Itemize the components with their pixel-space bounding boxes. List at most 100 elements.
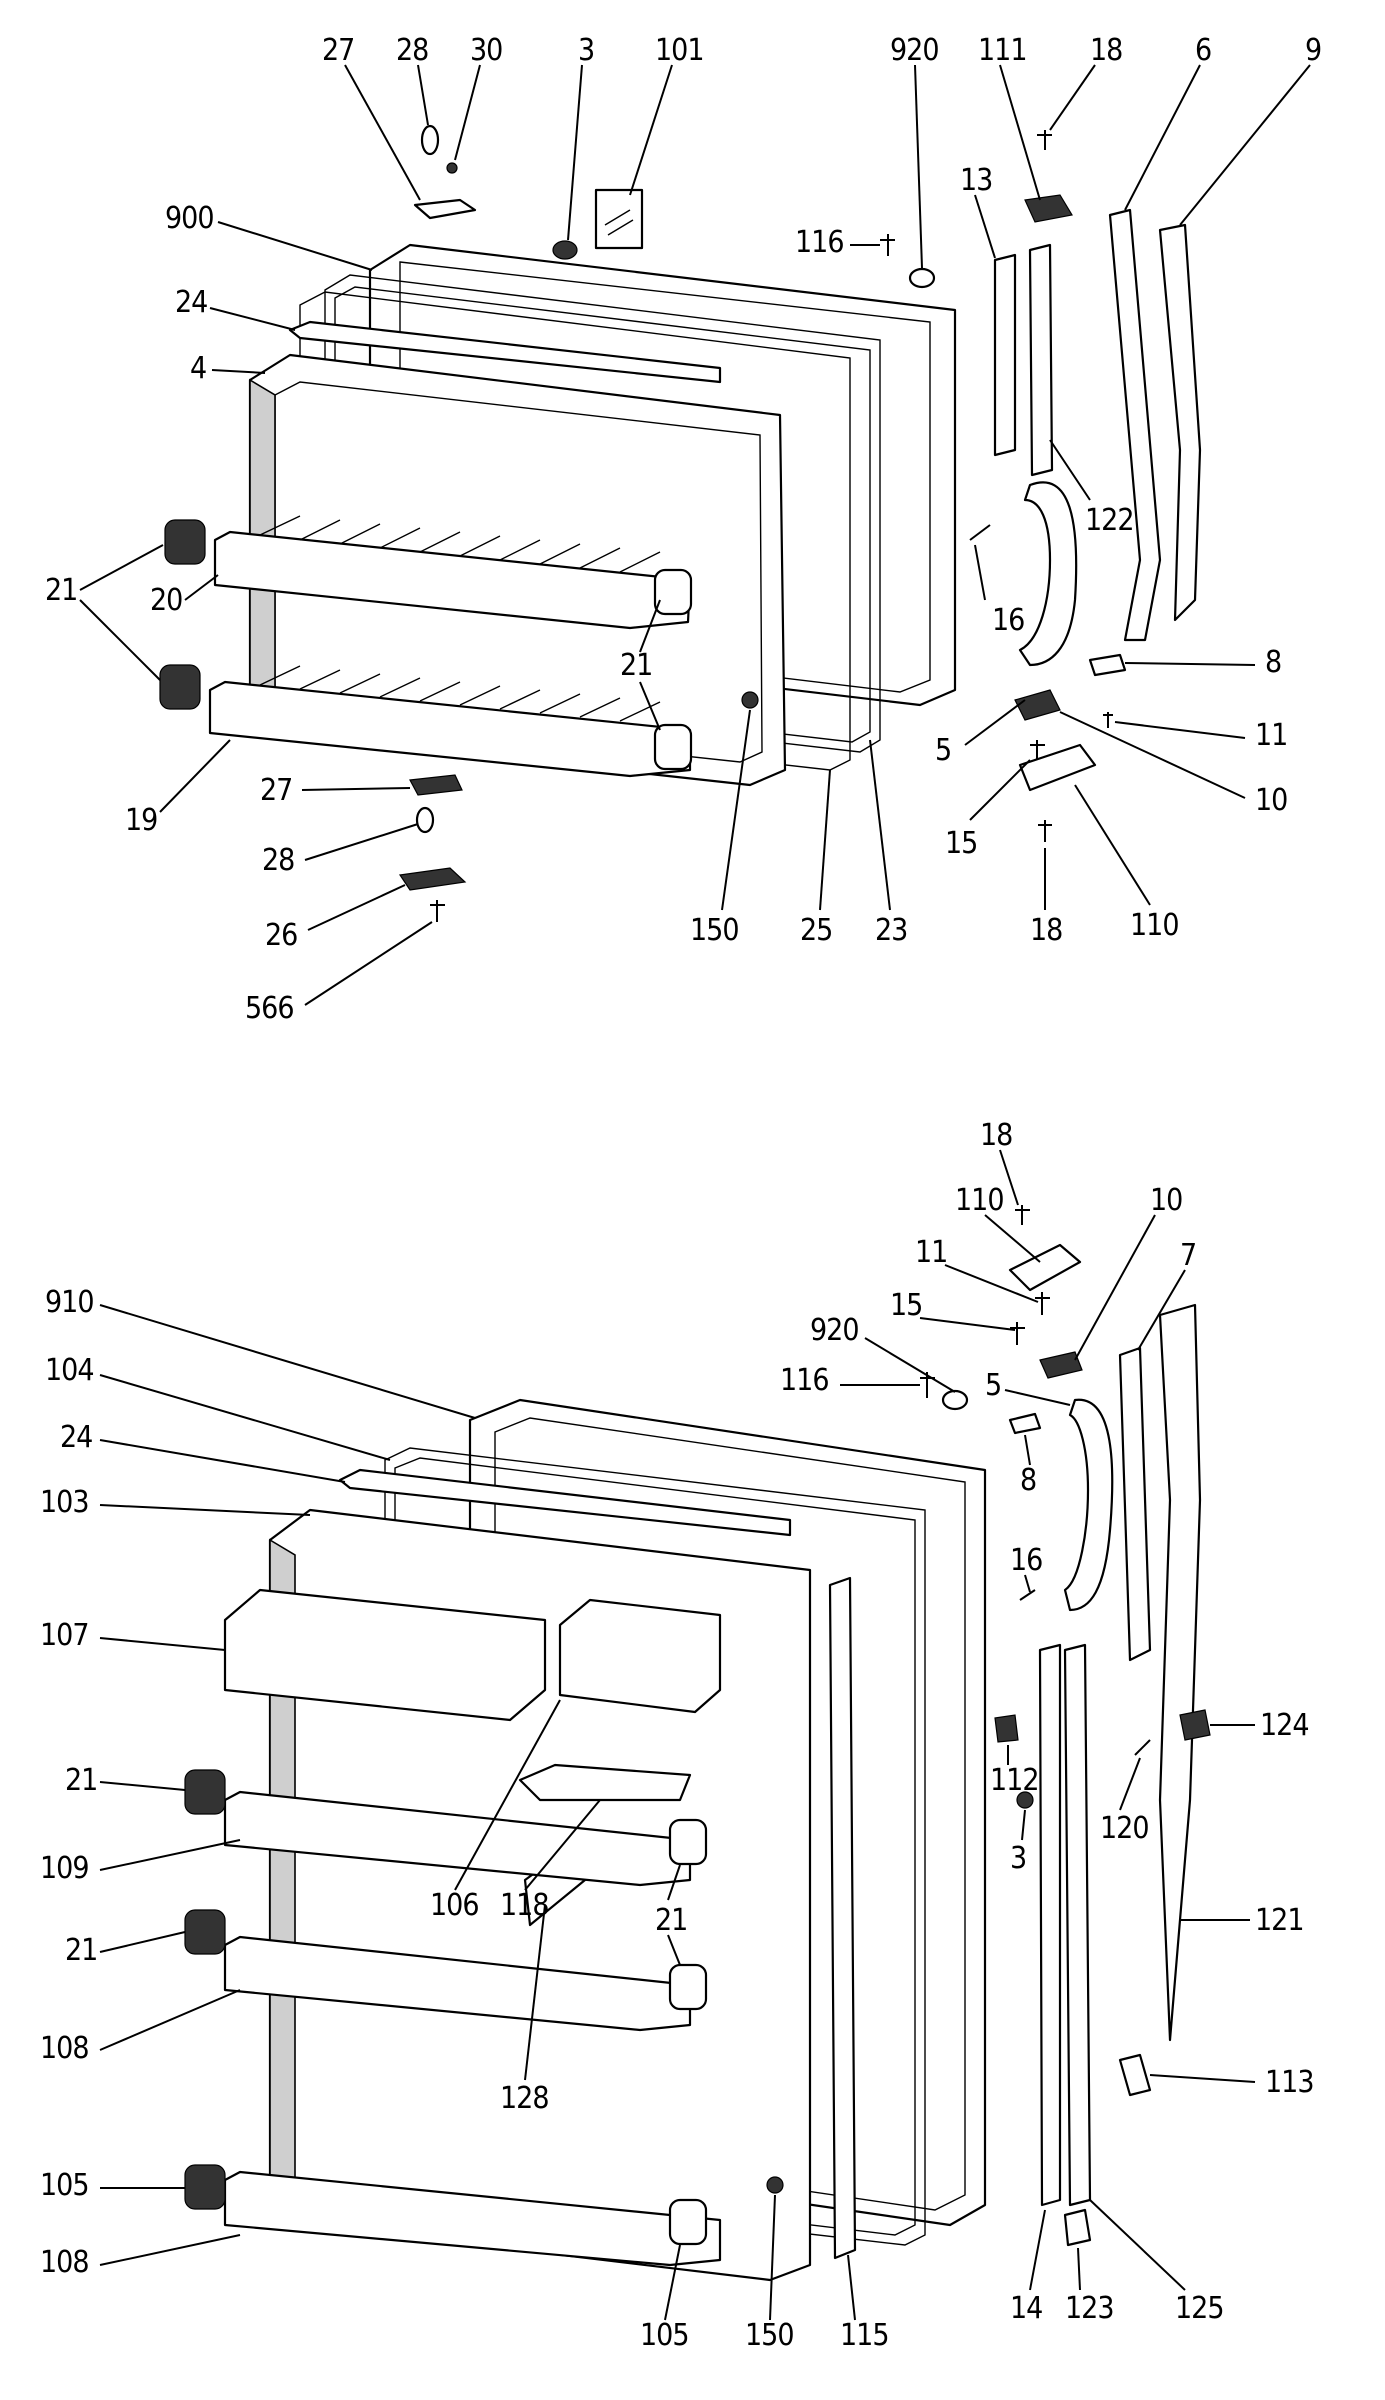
- callout-566: 566: [245, 991, 294, 1026]
- callout-14: 14: [1010, 2291, 1042, 2326]
- callout-21-right: 21: [620, 648, 652, 683]
- callout-113: 113: [1265, 2065, 1314, 2100]
- callout-115: 115: [840, 2318, 889, 2353]
- handle-bracket-112: [994, 1714, 1019, 1743]
- fresh-end-cap-right-2: [668, 1963, 708, 2011]
- callout-920: 920: [890, 33, 939, 68]
- callout-25: 25: [800, 913, 832, 948]
- fresh-door-handle: [1063, 1398, 1114, 1612]
- callout-107: 107: [40, 1618, 89, 1653]
- callout-28-bottom: 28: [262, 843, 294, 878]
- fresh-end-cap-left-2: [184, 1909, 226, 1955]
- callout-8-b: 8: [1020, 1463, 1036, 1498]
- callout-21-left: 21: [45, 573, 77, 608]
- callout-21-b1: 21: [65, 1763, 97, 1798]
- door-handle: [1018, 481, 1078, 667]
- egg-tray: [518, 1763, 692, 1802]
- upper-shelf-bar: [213, 530, 692, 630]
- hinge-arm-7: [1118, 1346, 1152, 1662]
- callout-27-bottom: 27: [260, 773, 292, 808]
- screw-15-fresh: [1010, 1322, 1025, 1345]
- fresh-shelf-bar-3: [223, 2170, 722, 2267]
- callout-110: 110: [1130, 908, 1179, 943]
- callout-108-1: 108: [40, 2031, 89, 2066]
- callout-18: 18: [1090, 33, 1122, 68]
- fresh-breaker-strip: [338, 1468, 792, 1537]
- callout-27: 27: [322, 33, 354, 68]
- callout-104: 104: [45, 1353, 94, 1388]
- shelf-end-cap-left-upper: [164, 519, 206, 565]
- shelf-end-cap-right-upper: [653, 568, 693, 616]
- bottom-bracket-123: [1063, 2208, 1092, 2247]
- shelf-end-cap-left-lower: [159, 664, 201, 710]
- callout-6: 6: [1195, 33, 1211, 68]
- freezer-callouts: 27 28 30 3 101 920 111 18 6 9 900 116 13…: [45, 33, 1322, 1026]
- callout-30: 30: [470, 33, 502, 68]
- fresh-food-callouts: 18 110 10 11 7 15 920 116 5 910 104 24 1…: [40, 1118, 1315, 2353]
- handle-trim-121: [1158, 1303, 1202, 2042]
- callout-109: 109: [40, 1851, 89, 1886]
- handle-insert-124: [1179, 1709, 1211, 1741]
- fresh-end-cap-left-1: [184, 1769, 226, 1815]
- callout-121: 121: [1255, 1903, 1304, 1938]
- callout-21-b3: 21: [65, 1933, 97, 1968]
- freezer-door-assembly: [159, 124, 1202, 922]
- upper-shelf-ribs: [259, 515, 661, 573]
- callout-16-b: 16: [1010, 1543, 1042, 1578]
- handle-trim: [1158, 223, 1202, 622]
- top-hinge-bracket: [413, 198, 477, 220]
- callout-10: 10: [1255, 783, 1287, 818]
- screw-15: [1030, 740, 1045, 760]
- callout-23: 23: [875, 913, 907, 948]
- screw-16-fresh: [1019, 1589, 1036, 1601]
- callout-116-b: 116: [780, 1363, 829, 1398]
- screw-11-fresh: [1035, 1292, 1050, 1315]
- callout-5: 5: [935, 733, 951, 768]
- callout-24: 24: [175, 285, 207, 320]
- callout-15-b: 15: [890, 1288, 922, 1323]
- dairy-compartment-door: [223, 1588, 547, 1722]
- callout-18-b: 18: [980, 1118, 1012, 1153]
- nameplate-detail: [604, 209, 634, 236]
- callout-18-bottom: 18: [1030, 913, 1062, 948]
- callout-5-b: 5: [985, 1368, 1001, 1403]
- callout-20: 20: [150, 583, 182, 618]
- screw-566: [430, 900, 445, 922]
- handle-rail: [1028, 243, 1054, 477]
- nameplate: [594, 188, 644, 250]
- callout-24-b: 24: [60, 1420, 92, 1455]
- callout-128: 128: [500, 2081, 549, 2116]
- callout-108-2: 108: [40, 2245, 89, 2280]
- hinge-screw: [446, 162, 458, 174]
- callout-4: 4: [190, 351, 206, 386]
- lower-shelf-bar: [208, 680, 692, 778]
- screw-116: [880, 234, 895, 256]
- fresh-shelf-bar-1: [223, 1790, 692, 1887]
- callout-9: 9: [1305, 33, 1321, 68]
- callout-111: 111: [978, 33, 1027, 68]
- callout-19: 19: [125, 803, 157, 838]
- door-stop-screw: [741, 691, 759, 709]
- callout-920-b: 920: [810, 1313, 859, 1348]
- hinge-plate-8-fresh: [1008, 1412, 1042, 1435]
- hinge-cover-110-fresh: [1008, 1243, 1082, 1292]
- callout-124: 124: [1260, 1708, 1309, 1743]
- bottom-hinge-plate: [398, 867, 467, 891]
- callout-106: 106: [430, 1888, 479, 1923]
- callout-7-b: 7: [1180, 1238, 1196, 1273]
- fresh-end-cap-right-1: [668, 1818, 708, 1866]
- butter-compartment-door: [558, 1598, 722, 1714]
- callout-150: 150: [690, 913, 739, 948]
- callout-16: 16: [992, 603, 1024, 638]
- door-stop-screw-fresh: [766, 2176, 784, 2194]
- callout-105-right: 105: [640, 2318, 689, 2353]
- door-gasket-strip: [828, 1576, 857, 2260]
- callout-11-b: 11: [915, 1235, 947, 1270]
- callout-123: 123: [1065, 2291, 1114, 2326]
- screw-18-top: [1037, 130, 1052, 150]
- callout-120: 120: [1100, 1811, 1149, 1846]
- callout-13: 13: [960, 163, 992, 198]
- callout-112: 112: [990, 1763, 1039, 1798]
- hinge-cap-113: [1118, 2053, 1152, 2097]
